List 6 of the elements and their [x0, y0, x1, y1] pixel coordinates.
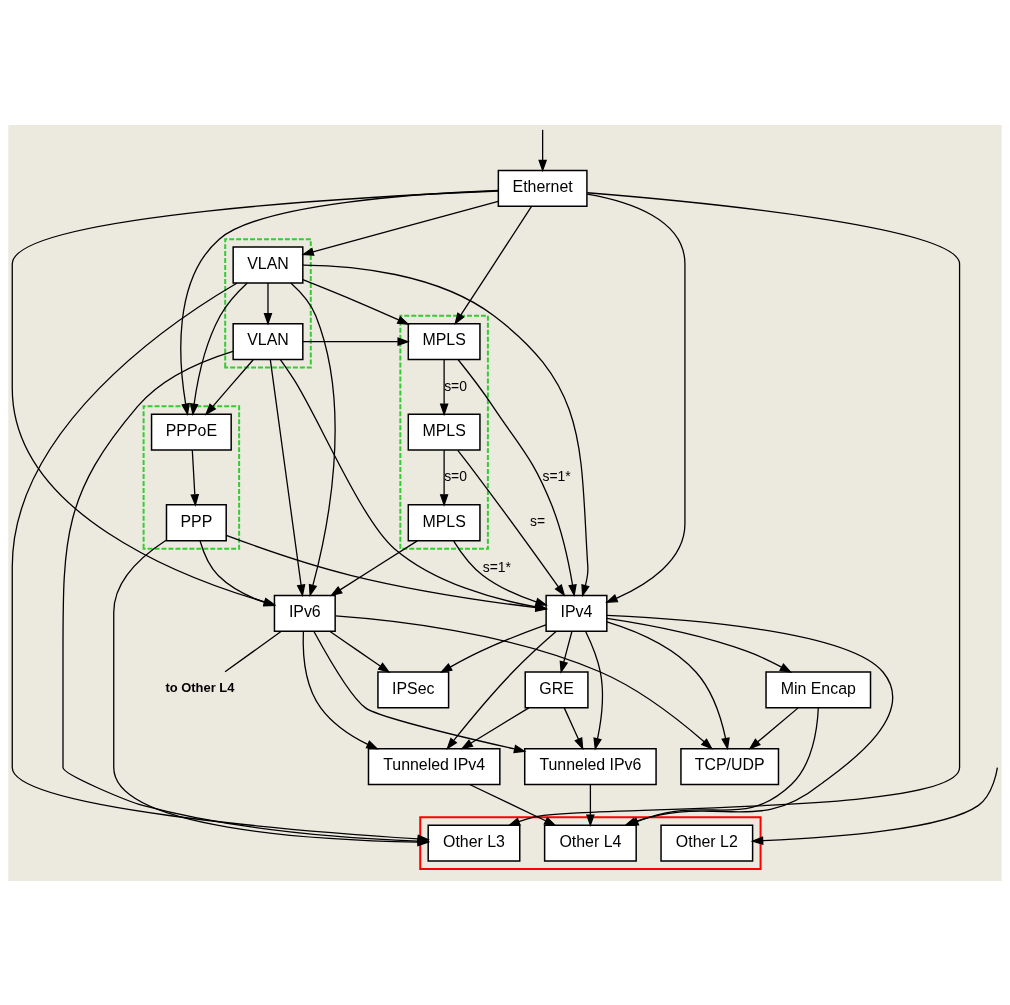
edge-label: s=	[530, 512, 546, 529]
node-text: to Other L4	[165, 679, 235, 695]
edge-label: s=1*	[482, 558, 511, 575]
edge-label: s=1*	[542, 467, 571, 484]
edge-label: s=0	[444, 377, 467, 394]
edge-label: s=0	[444, 467, 467, 484]
